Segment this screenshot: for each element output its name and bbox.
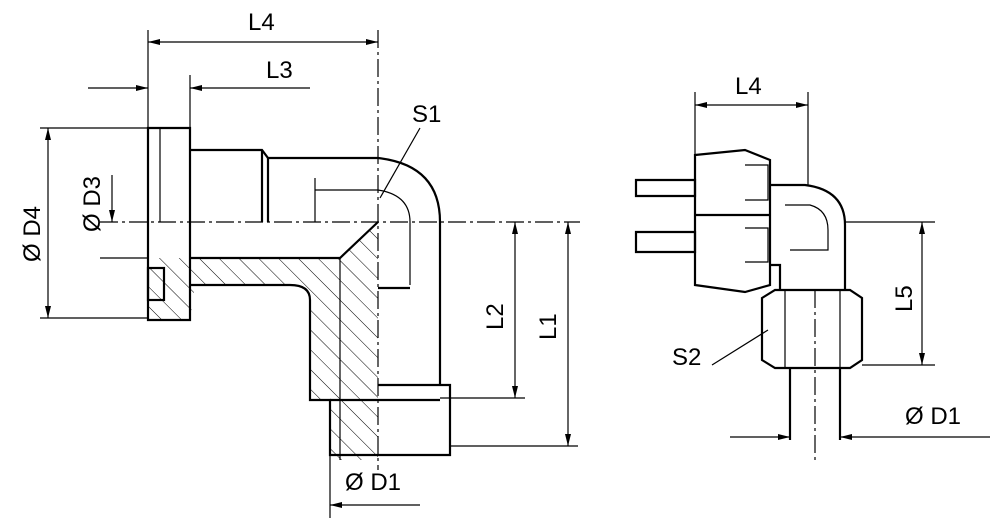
label-l5: L5 bbox=[891, 285, 918, 312]
s2-leader bbox=[711, 329, 769, 366]
label-l2: L2 bbox=[482, 303, 509, 330]
label-s1: S1 bbox=[412, 101, 441, 128]
label-l3: L3 bbox=[266, 57, 293, 84]
label-d3: Ø D3 bbox=[79, 176, 106, 232]
right-elbow bbox=[770, 183, 847, 290]
tube bbox=[788, 368, 842, 440]
label-l4-right: L4 bbox=[735, 73, 762, 100]
flange bbox=[146, 126, 192, 322]
label-l4: L4 bbox=[248, 9, 275, 36]
label-l1: L1 bbox=[535, 313, 562, 340]
label-s2: S2 bbox=[672, 344, 701, 371]
hex-nut-s2 bbox=[760, 288, 864, 370]
section-hatch bbox=[148, 222, 378, 460]
elbow-outer bbox=[190, 148, 442, 385]
label-d1: Ø D1 bbox=[345, 469, 401, 496]
s1-leader bbox=[379, 127, 421, 199]
right-view: L4 L5 S2 Ø D1 bbox=[634, 73, 990, 460]
label-d4: Ø D4 bbox=[19, 206, 46, 262]
flange-nut bbox=[693, 148, 772, 294]
seal-ring bbox=[146, 266, 166, 302]
studs bbox=[634, 178, 697, 254]
left-view: L4 L3 S1 Ø D4 Ø D3 L2 L1 Ø D1 bbox=[19, 9, 580, 518]
label-d1-right: Ø D1 bbox=[905, 403, 961, 430]
